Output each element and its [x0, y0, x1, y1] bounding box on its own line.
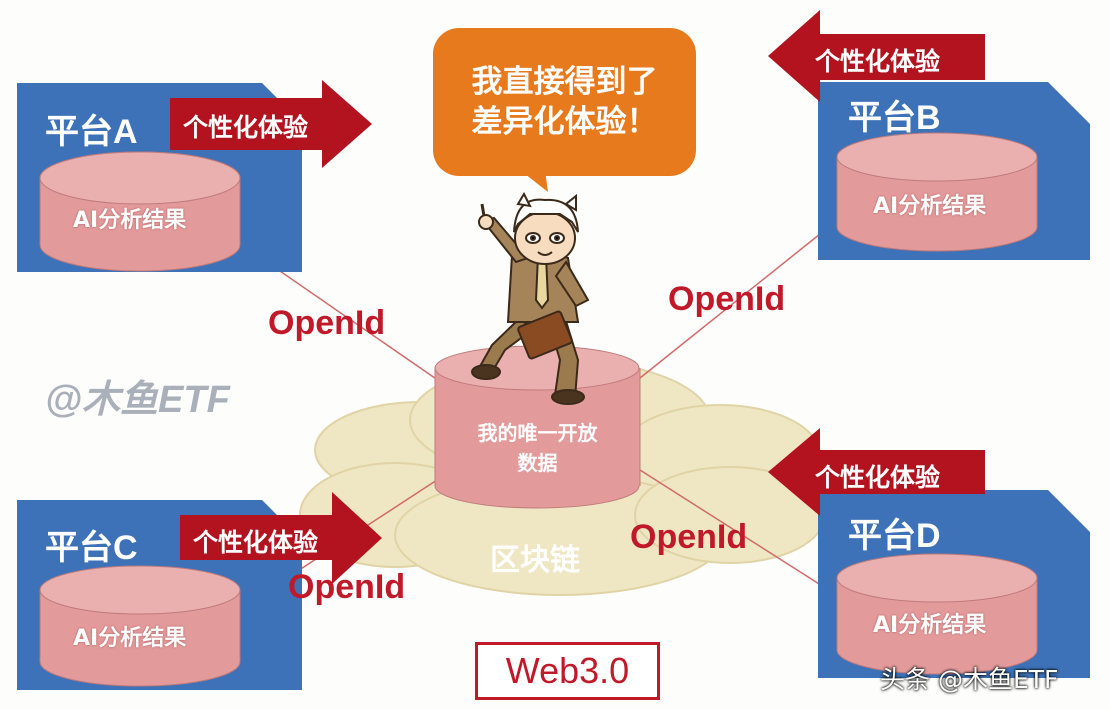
platform-a-arrow-label: 个性化体验 [183, 113, 309, 142]
platform-b-title: 平台B [848, 99, 941, 137]
platform-d-db-label: AI分析结果 [873, 613, 987, 638]
speech-bubble-line-1: 我直接得到了 [471, 64, 658, 100]
platform-b-card [818, 82, 1090, 260]
platform-a-db-label: AI分析结果 [73, 208, 187, 233]
blockchain-label: 区块链 [490, 543, 580, 578]
platform-c-arrow-label: 个性化体验 [193, 528, 319, 557]
core-db-text: 我的唯一开放 数据 [440, 418, 635, 478]
platform-c-title: 平台C [45, 529, 138, 567]
platform-b-db-label: AI分析结果 [873, 194, 987, 219]
speech-bubble-text: 我直接得到了 差异化体验！ [448, 62, 681, 142]
openid-label-b: OpenId [668, 280, 786, 318]
speech-bubble [433, 28, 696, 192]
platform-c-arrow [180, 492, 382, 584]
cartoon-character [471, 191, 590, 405]
core-db-line-2: 数据 [517, 451, 558, 475]
platform-d-card [818, 490, 1090, 678]
watermark-text: @木鱼ETF [45, 379, 230, 421]
platform-d-title: 平台D [848, 517, 941, 555]
corner-watermark: 头条 @木鱼ETF [880, 665, 1059, 694]
core-db-line-1: 我的唯一开放 [477, 421, 598, 445]
speech-bubble-line-2: 差异化体验！ [471, 104, 658, 140]
openid-label-c: OpenId [288, 568, 406, 606]
platform-b-arrow [768, 10, 985, 102]
platform-b-arrow-label: 个性化体验 [815, 47, 941, 76]
openid-label-d: OpenId [630, 518, 748, 556]
platform-a-arrow [170, 80, 372, 168]
web3-label-box: Web3.0 [475, 642, 660, 700]
platform-d-arrow [768, 428, 985, 516]
platform-d-arrow-label: 个性化体验 [815, 463, 941, 492]
openid-label-a: OpenId [268, 304, 386, 342]
platform-a-title: 平台A [45, 113, 138, 151]
platform-c-db-label: AI分析结果 [73, 626, 187, 651]
